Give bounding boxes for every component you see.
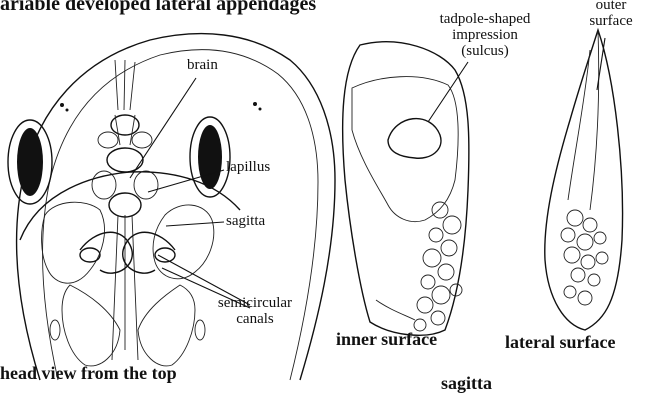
caption-lateral-surface: lateral surface: [505, 333, 615, 352]
caption-inner-surface: inner surface: [336, 330, 437, 349]
left-eye: [8, 103, 69, 204]
label-canals: canals: [215, 312, 295, 328]
inner-surface-otolith: [343, 42, 469, 335]
label-outer-line2: surface: [576, 14, 646, 30]
label-semicircular: semicircular: [215, 296, 295, 312]
caption-head-view: head view from the top: [0, 364, 177, 383]
lateral-surface-otolith: [545, 30, 623, 330]
sulcus-pointer: [428, 62, 468, 122]
label-brain: brain: [187, 58, 218, 74]
label-outer-surface: outer surface: [576, 0, 646, 30]
label-sagitta: sagitta: [226, 214, 265, 230]
stippled-cranial-lobes: [42, 202, 214, 366]
label-semicircular-canals: semicircular canals: [215, 296, 295, 328]
label-sulcus: tadpole-shaped impression (sulcus): [420, 12, 550, 59]
label-sulcus-line1: tadpole-shaped: [420, 12, 550, 28]
label-outer-line1: outer: [576, 0, 646, 14]
caption-sagitta-group: sagitta: [441, 374, 492, 393]
label-sulcus-line2: impression: [420, 28, 550, 44]
label-lapillus: lapillus: [226, 160, 270, 176]
brain-structure: [92, 60, 158, 360]
label-sulcus-line3: (sulcus): [420, 44, 550, 60]
figure-title-fragment: ariable developed lateral appendages: [0, 0, 316, 15]
